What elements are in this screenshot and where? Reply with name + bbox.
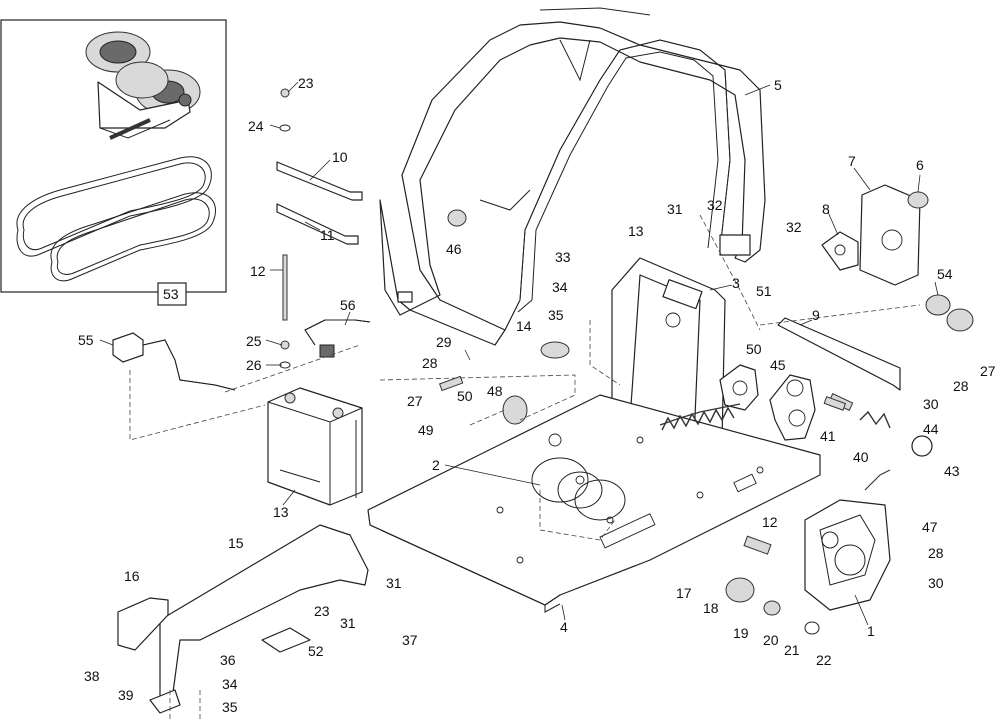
callout-48: 48 (487, 383, 503, 399)
callout-26: 26 (246, 357, 262, 373)
callout-55: 55 (78, 332, 94, 348)
battery-hold-down-parts (276, 88, 363, 369)
callout-37: 37 (402, 632, 418, 648)
callout-54: 54 (937, 266, 953, 282)
callout-32a: 32 (707, 197, 723, 213)
callout-11: 11 (320, 227, 335, 243)
callout-23b: 23 (314, 603, 330, 619)
callout-50b: 50 (746, 341, 762, 357)
callout-18: 18 (703, 600, 719, 616)
callout-1: 1 (867, 623, 875, 639)
callout-32b: 32 (786, 219, 802, 235)
callout-labels: 1 2 3 4 5 6 7 8 9 10 11 12 12 13 13 14 1… (78, 75, 996, 715)
callout-34a: 34 (552, 279, 568, 295)
callout-52: 52 (308, 643, 324, 659)
callout-36: 36 (220, 652, 236, 668)
callout-38: 38 (84, 668, 100, 684)
callout-30b: 30 (928, 575, 944, 591)
clutch-assembly-drawing (85, 31, 201, 140)
callout-12a: 12 (250, 263, 266, 279)
callout-14: 14 (516, 318, 532, 334)
callout-7: 7 (848, 153, 856, 169)
callout-20: 20 (763, 632, 779, 648)
callout-33: 33 (555, 249, 571, 265)
callout-47: 47 (922, 519, 938, 535)
callout-40: 40 (853, 449, 869, 465)
callout-5: 5 (774, 77, 782, 93)
callout-25: 25 (246, 333, 262, 349)
callout-43: 43 (944, 463, 960, 479)
roll-bar-frame (379, 7, 766, 346)
callout-8: 8 (822, 201, 830, 217)
assembly-guides (129, 214, 921, 720)
callout-49: 49 (418, 422, 434, 438)
right-side-brackets (659, 184, 974, 457)
callout-50a: 50 (457, 388, 473, 404)
callout-45: 45 (770, 357, 786, 373)
callout-2: 2 (432, 457, 440, 473)
battery-cables (112, 319, 371, 391)
callout-6: 6 (916, 157, 924, 173)
callout-30a: 30 (923, 396, 939, 412)
callout-4: 4 (560, 619, 568, 635)
callout-44: 44 (923, 421, 939, 437)
callout-46: 46 (446, 241, 462, 257)
callout-29: 29 (436, 334, 452, 350)
callout-10: 10 (332, 149, 348, 165)
clutch-pulley-assembly (531, 457, 626, 541)
callout-53: 53 (163, 286, 179, 302)
callout-31b: 31 (386, 575, 402, 591)
leader-lines (99, 81, 939, 626)
callout-12b: 12 (762, 514, 778, 530)
callout-51: 51 (756, 283, 772, 299)
callout-39: 39 (118, 687, 134, 703)
callout-22: 22 (816, 652, 832, 668)
callout-31c: 31 (340, 615, 356, 631)
callout-21: 21 (784, 642, 800, 658)
callout-28a: 28 (422, 355, 438, 371)
callout-28c: 28 (928, 545, 944, 561)
inset-clutch-kit (0, 19, 227, 306)
base-frame-plate (367, 394, 821, 613)
callout-9: 9 (812, 307, 820, 323)
callout-35a: 35 (548, 307, 564, 323)
callout-27a: 27 (407, 393, 423, 409)
misc-hardware (438, 209, 847, 635)
callout-34b: 34 (222, 676, 238, 692)
callout-31a: 31 (667, 201, 683, 217)
callout-35b: 35 (222, 699, 238, 715)
callout-13b: 13 (628, 223, 644, 239)
callout-16: 16 (124, 568, 140, 584)
callout-24: 24 (248, 118, 264, 134)
callout-15: 15 (228, 535, 244, 551)
callout-41: 41 (820, 428, 836, 444)
callout-3: 3 (732, 275, 740, 291)
callout-28b: 28 (953, 378, 969, 394)
callout-23a: 23 (298, 75, 314, 91)
callout-19: 19 (733, 625, 749, 641)
callout-17: 17 (676, 585, 692, 601)
drive-belts-drawing (16, 156, 217, 282)
callout-27b: 27 (980, 363, 996, 379)
transmission (804, 469, 891, 611)
front-bracket (117, 524, 369, 714)
callout-56: 56 (340, 297, 356, 313)
callout-13a: 13 (273, 504, 289, 520)
battery (267, 387, 363, 506)
